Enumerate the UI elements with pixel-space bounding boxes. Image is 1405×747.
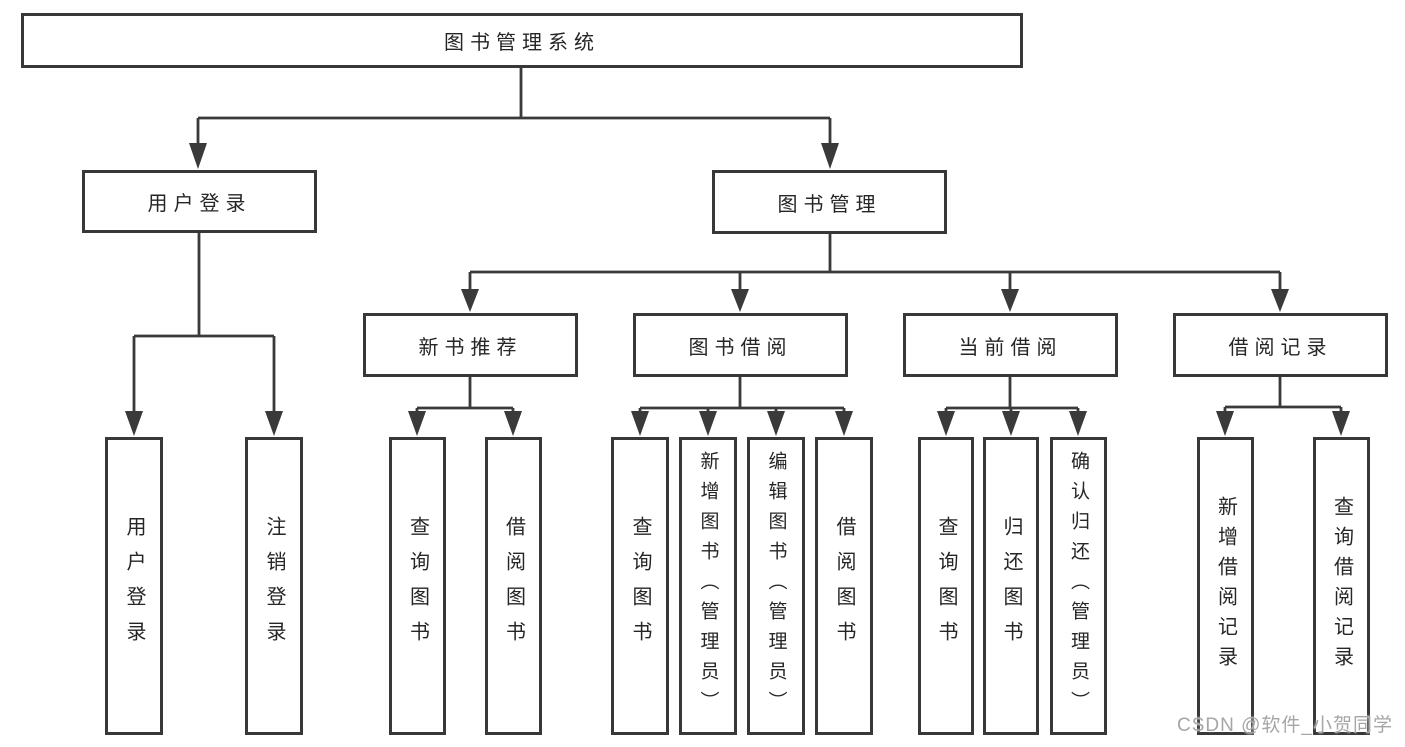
leaf-newbooks-query: 查询图书 — [389, 437, 446, 735]
leaf-current-confirm: 确认归还（管理员） — [1050, 437, 1107, 735]
leaf-current-return: 归还图书 — [983, 437, 1039, 735]
node-book-management: 图书管理 — [712, 170, 947, 234]
connector-root-to-level2 — [189, 68, 839, 169]
node-current-borrow-label: 当前借阅 — [958, 336, 1063, 359]
node-book-borrow-label: 图书借阅 — [688, 336, 793, 359]
leaf-records-query-label: 查询借阅记录 — [1330, 496, 1353, 676]
connector-records-leaves — [1216, 377, 1350, 436]
leaf-current-return-label: 归还图书 — [1000, 516, 1022, 656]
node-borrow-records-label: 借阅记录 — [1228, 336, 1333, 359]
leaf-records-add: 新增借阅记录 — [1197, 437, 1254, 735]
watermark-text: CSDN @软件_小贺同学 — [1177, 715, 1393, 736]
node-borrow-records: 借阅记录 — [1173, 313, 1388, 377]
leaf-logout: 注销登录 — [245, 437, 303, 735]
leaf-records-query: 查询借阅记录 — [1313, 437, 1370, 735]
connector-bookmgmt-to-level3 — [461, 234, 1289, 312]
connector-bookborrow-leaves — [631, 377, 853, 436]
leaf-newbooks-query-label: 查询图书 — [406, 516, 429, 656]
leaf-borrow-edit-label: 编辑图书（管理员） — [765, 451, 787, 721]
leaf-newbooks-borrow-label: 借阅图书 — [502, 516, 525, 656]
node-current-borrow: 当前借阅 — [903, 313, 1118, 377]
leaf-newbooks-borrow: 借阅图书 — [485, 437, 542, 735]
node-new-books-label: 新书推荐 — [418, 336, 523, 359]
connector-currentborrow-leaves — [937, 377, 1087, 436]
leaf-current-confirm-label: 确认归还（管理员） — [1068, 451, 1089, 721]
leaf-borrow-add: 新增图书（管理员） — [679, 437, 737, 735]
node-user-login-label: 用户登录 — [147, 193, 252, 215]
node-new-books: 新书推荐 — [363, 313, 578, 377]
leaf-records-add-label: 新增借阅记录 — [1214, 496, 1237, 676]
leaf-borrow-borrow-label: 借阅图书 — [833, 516, 855, 656]
node-user-login: 用户登录 — [82, 170, 317, 233]
leaf-current-query: 查询图书 — [918, 437, 974, 735]
connector-newbooks-leaves — [408, 377, 522, 436]
leaf-user-login-label: 用户登录 — [123, 516, 145, 656]
node-root-label: 图书管理系统 — [444, 32, 600, 54]
node-book-borrow: 图书借阅 — [633, 313, 848, 377]
node-root: 图书管理系统 — [21, 13, 1023, 68]
leaf-borrow-borrow: 借阅图书 — [815, 437, 873, 735]
leaf-borrow-query-label: 查询图书 — [629, 516, 651, 656]
leaf-logout-label: 注销登录 — [263, 516, 285, 656]
connector-userlogin-leaves — [125, 232, 283, 436]
node-book-management-label: 图书管理 — [777, 193, 882, 216]
leaf-user-login: 用户登录 — [105, 437, 163, 735]
leaf-borrow-query: 查询图书 — [611, 437, 669, 735]
leaf-borrow-add-label: 新增图书（管理员） — [697, 451, 719, 721]
leaf-borrow-edit: 编辑图书（管理员） — [747, 437, 805, 735]
leaf-current-query-label: 查询图书 — [935, 516, 957, 656]
